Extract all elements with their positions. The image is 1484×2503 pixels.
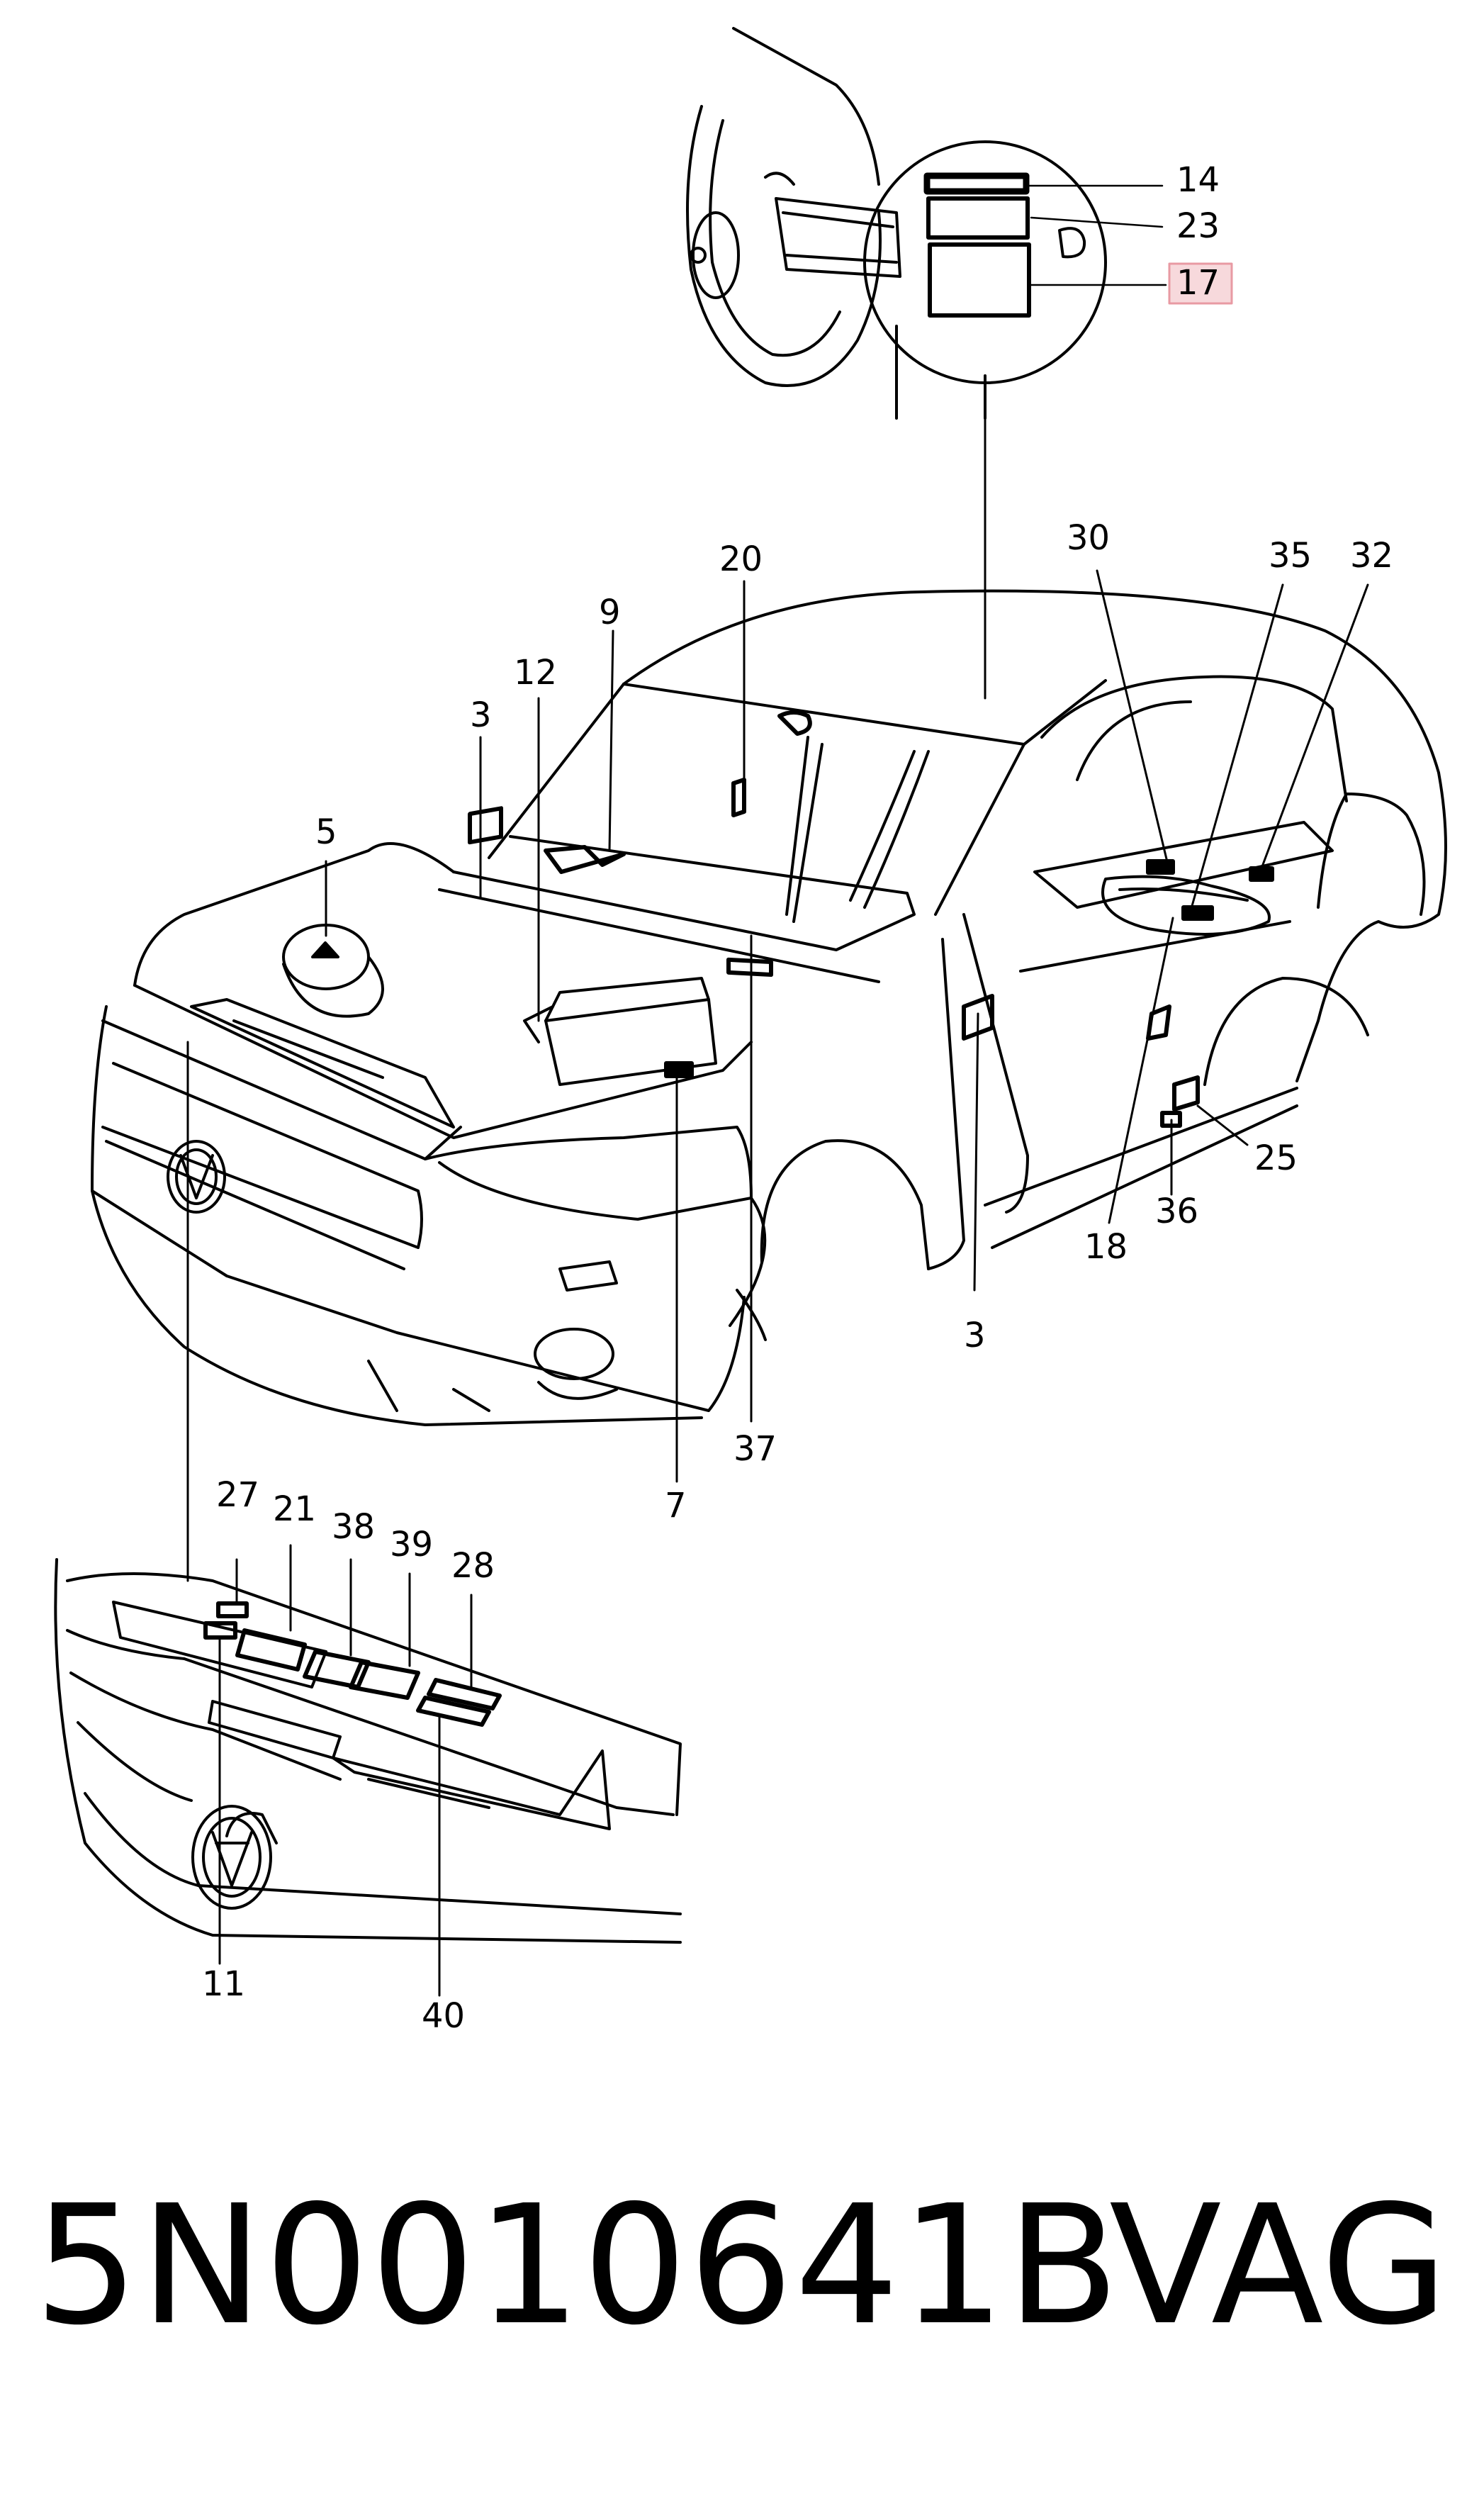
callout-9: 9 bbox=[599, 593, 621, 632]
callout-35: 35 bbox=[1269, 536, 1312, 576]
callout-5: 5 bbox=[315, 812, 337, 852]
callout-12: 12 bbox=[514, 653, 557, 693]
front-panel-detail bbox=[54, 1558, 682, 1944]
callout-7: 7 bbox=[665, 1486, 687, 1525]
fuel-flap-labels bbox=[923, 172, 1167, 318]
callout-20: 20 bbox=[719, 539, 763, 579]
callout-14: 14 bbox=[1176, 160, 1220, 200]
callout-18: 18 bbox=[1084, 1227, 1128, 1267]
fuel-flap-detail bbox=[686, 27, 986, 420]
callout-38: 38 bbox=[332, 1507, 375, 1547]
callout-25: 25 bbox=[1254, 1138, 1298, 1178]
highlight-box-17 bbox=[1168, 262, 1233, 305]
callout-32: 32 bbox=[1350, 536, 1393, 576]
callout-37: 37 bbox=[733, 1429, 777, 1469]
callout-23: 23 bbox=[1176, 206, 1220, 246]
leader-lines bbox=[186, 569, 1369, 1582]
car-labels bbox=[468, 710, 1274, 1128]
callout-28: 28 bbox=[451, 1546, 495, 1586]
part-number: 5N0010641B bbox=[34, 2170, 1121, 2361]
callout-39: 39 bbox=[390, 1525, 433, 1564]
callout-11: 11 bbox=[202, 1964, 245, 2004]
callout-21: 21 bbox=[273, 1489, 316, 1529]
front-panel-leader-lines bbox=[218, 1544, 473, 1997]
callout-36: 36 bbox=[1155, 1192, 1198, 1231]
callout-numbers: 14 23 17 20 9 12 3 5 30 35 32 25 36 18 3… bbox=[202, 160, 1393, 2036]
callout-3-front: 3 bbox=[470, 695, 492, 735]
callout-40: 40 bbox=[422, 1996, 465, 2036]
callout-3-side: 3 bbox=[964, 1316, 986, 1355]
callout-17: 17 bbox=[1176, 263, 1220, 303]
callout-30: 30 bbox=[1067, 518, 1110, 558]
car-label-location-diagram: 14 23 17 20 9 12 3 5 30 35 32 25 36 18 3… bbox=[54, 27, 1447, 2036]
front-panel-labels bbox=[203, 1601, 502, 1727]
callout-27: 27 bbox=[216, 1475, 259, 1515]
brand-name: VAG bbox=[1109, 2170, 1449, 2361]
car-body-outline bbox=[91, 589, 1447, 1426]
